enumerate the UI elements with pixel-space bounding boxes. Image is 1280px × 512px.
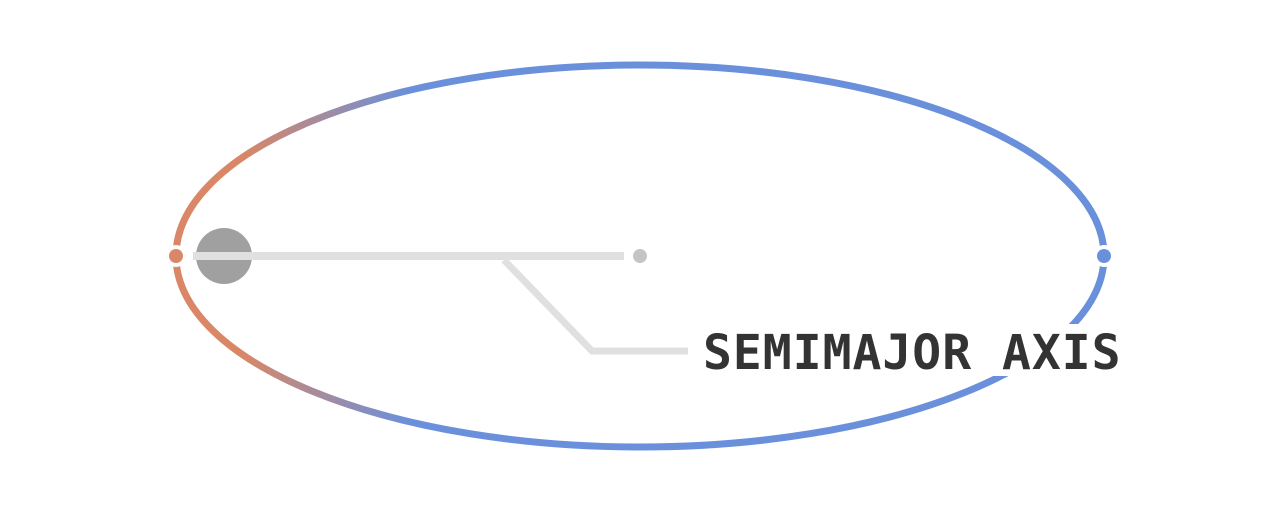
label-background	[700, 324, 1124, 376]
periapsis-dot-icon	[169, 249, 183, 263]
label-leader-line	[501, 257, 688, 355]
orbit-center-dot-icon	[633, 249, 647, 263]
semimajor-axis-label: SEMIMAJOR AXIS	[703, 325, 1122, 381]
apoapsis-dot-icon	[1097, 249, 1111, 263]
